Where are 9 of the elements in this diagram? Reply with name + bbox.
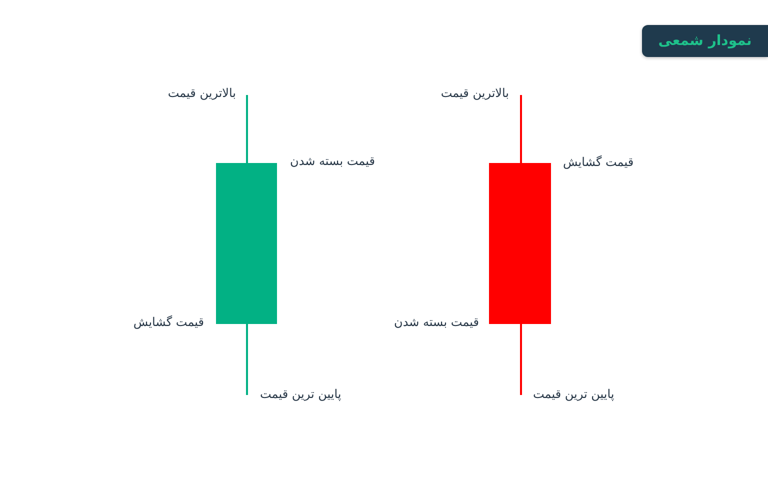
price-label: بالاترین قیمت <box>440 85 509 101</box>
price-label: بالاترین قیمت <box>168 85 236 101</box>
title-banner: نمودار شمعی <box>642 25 768 57</box>
price-label: پایین ترین قیمت <box>260 386 342 402</box>
price-label: قیمت بسته شدن <box>290 153 375 169</box>
price-label: قیمت گشایش <box>563 154 634 170</box>
price-label: قیمت بسته شدن <box>394 314 479 330</box>
price-label: پایین ترین قیمت <box>533 386 614 402</box>
price-label: قیمت گشایش <box>133 314 204 330</box>
